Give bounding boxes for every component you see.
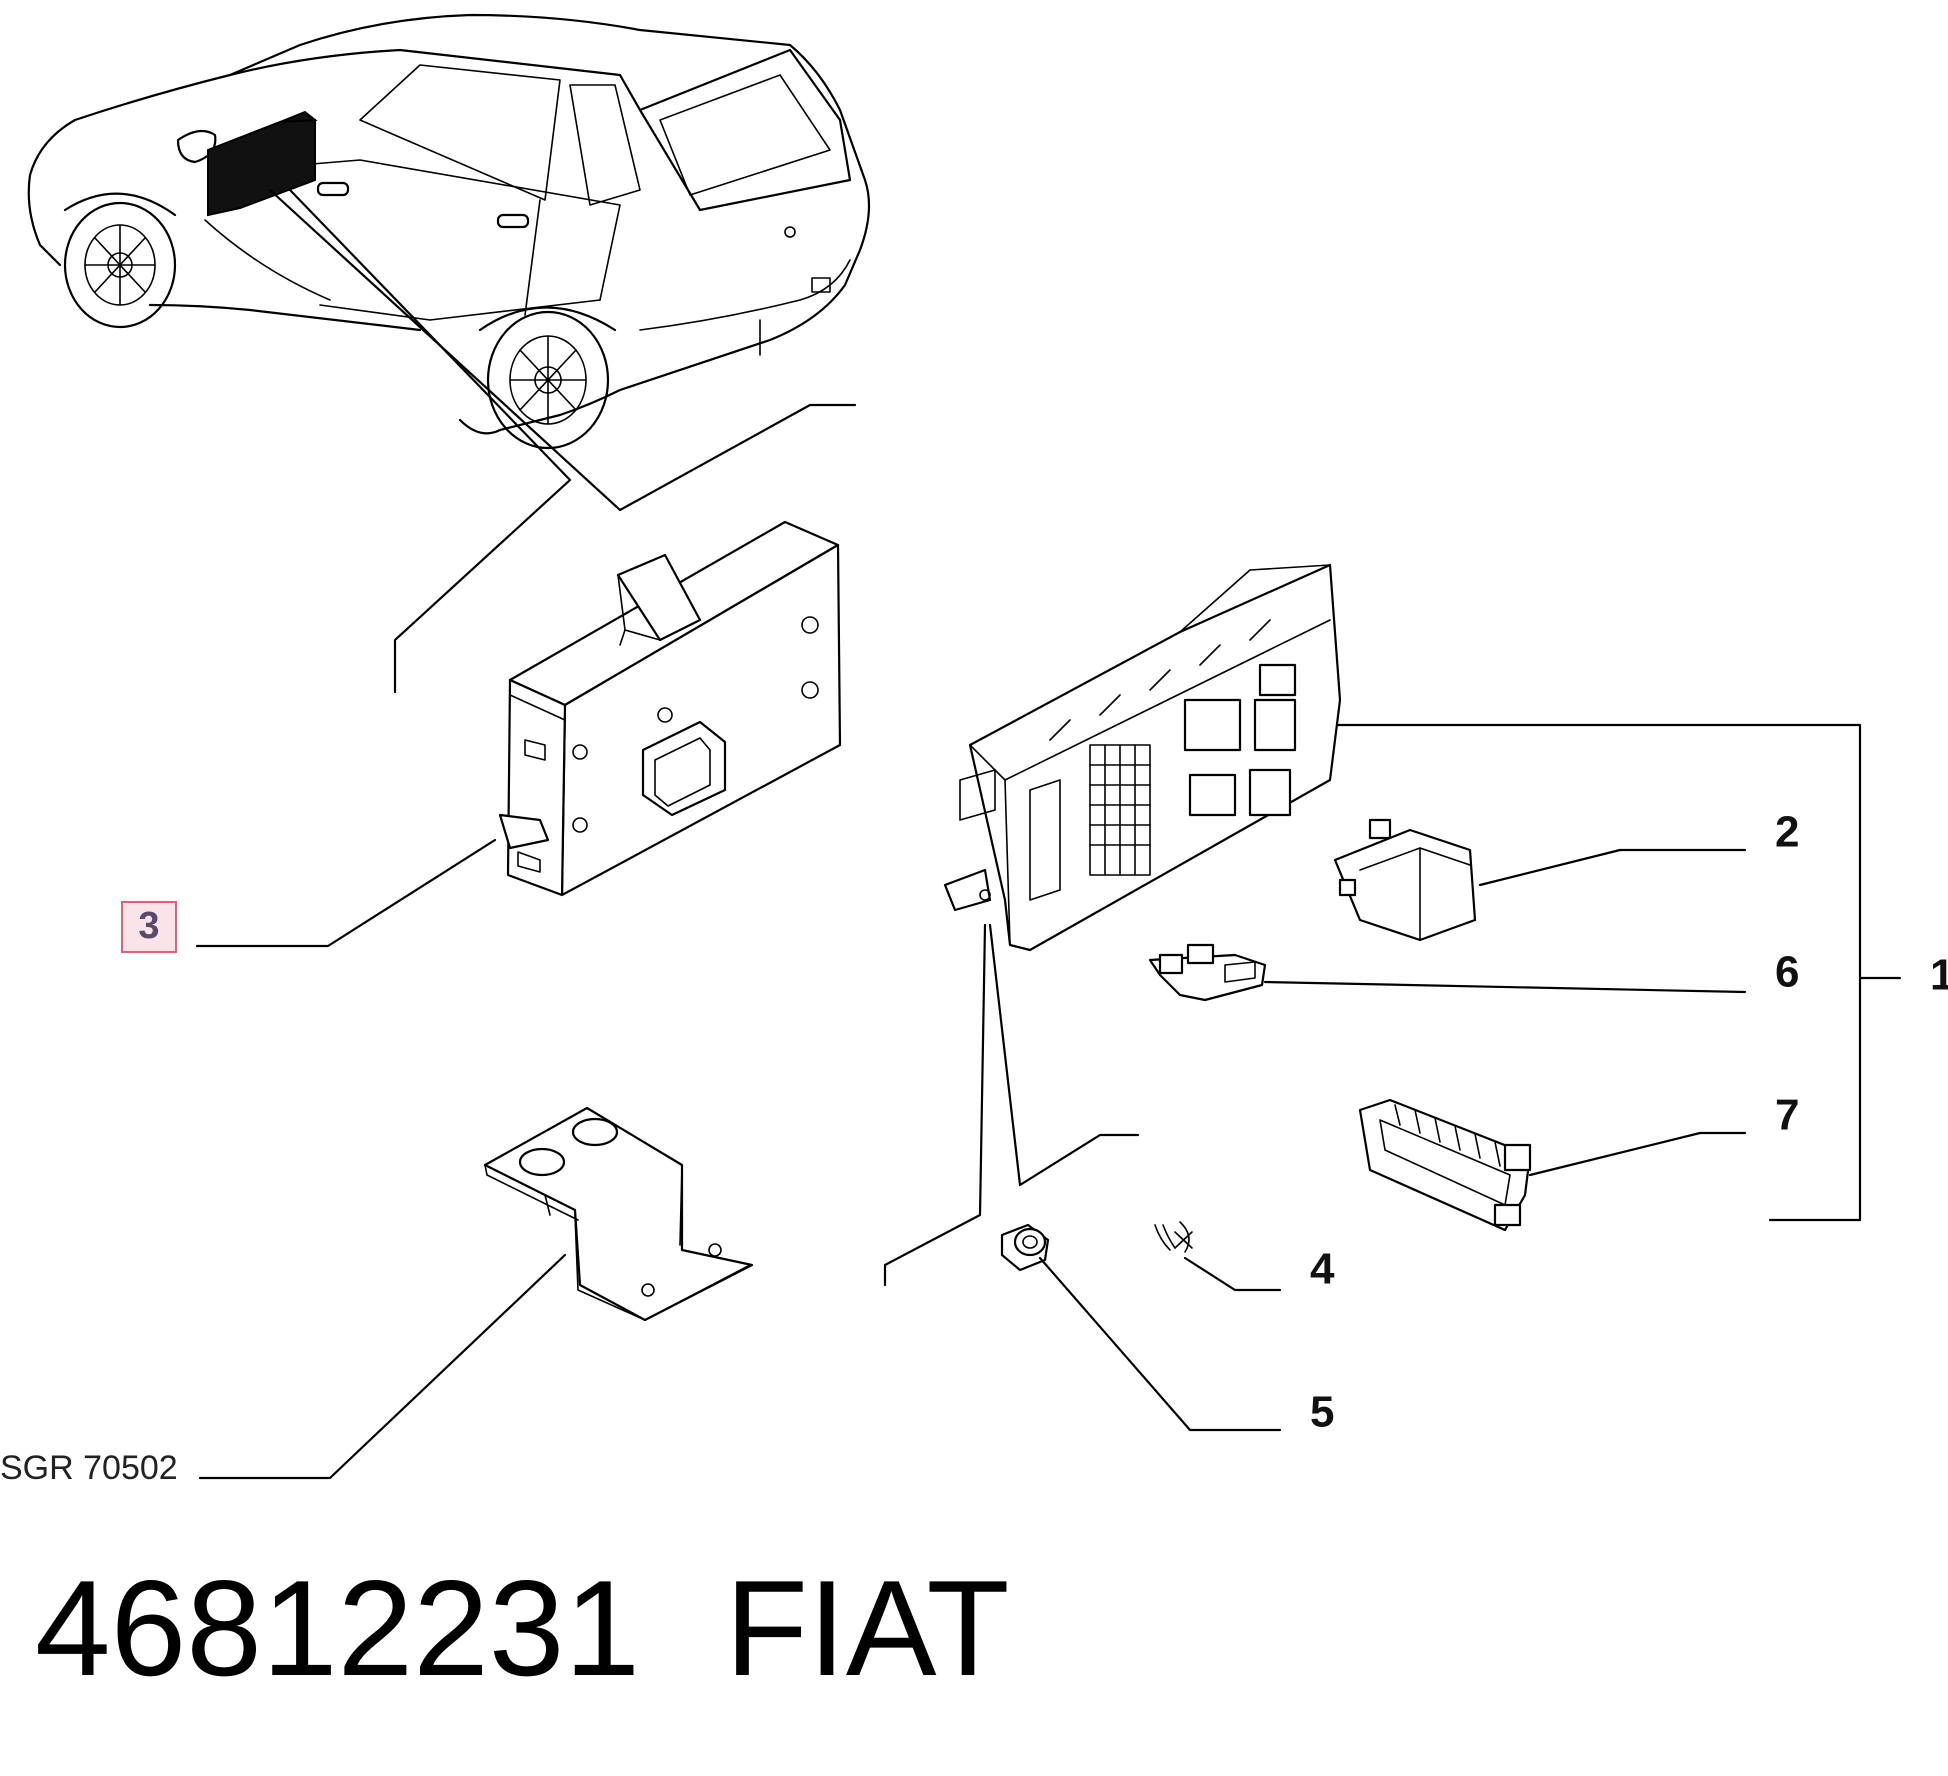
- car-leader: [288, 188, 572, 694]
- callout-6: 6: [1775, 948, 1799, 997]
- callout-3: 3: [138, 905, 159, 947]
- body-computer-module: [498, 520, 842, 897]
- car-illustration: [27, 13, 871, 450]
- bushing: [1000, 1223, 1050, 1272]
- fastener-clip: [1358, 1098, 1532, 1232]
- reference-code: SGR 70502: [0, 1449, 178, 1487]
- blade-fuse: [1148, 943, 1267, 1002]
- callout-5: 5: [1310, 1388, 1334, 1437]
- callout-2: 2: [1775, 808, 1799, 857]
- callout-1: 1: [1930, 951, 1948, 1000]
- relay: [1333, 818, 1477, 942]
- small-clip: [1154, 1221, 1193, 1253]
- callout-7: 7: [1775, 1091, 1799, 1140]
- leader-lines: [195, 723, 1902, 1480]
- mounting-bracket: [483, 1106, 754, 1322]
- car-leader-2: [268, 188, 857, 512]
- fuse-box: [943, 563, 1342, 952]
- fuse-grid: [1089, 744, 1151, 876]
- brand-name: FIAT: [725, 1552, 1010, 1704]
- callout-3-highlight[interactable]: 3: [121, 901, 177, 953]
- part-number: 46812231: [35, 1552, 640, 1704]
- callout-4: 4: [1310, 1245, 1335, 1294]
